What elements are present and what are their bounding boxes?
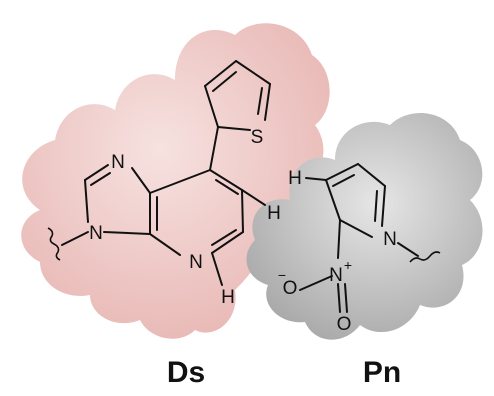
pn-structure: H N N + O − O (278, 163, 441, 335)
atom-thiophene-s: S (251, 127, 264, 148)
atom-h-left: H (288, 168, 302, 189)
pyrrole-ring (299, 163, 419, 313)
pn-attachment-wavy-bond (409, 251, 441, 263)
ds-attachment-wavy-bond (47, 227, 61, 261)
atom-imidazole-n-top: N (111, 152, 125, 173)
atom-pyridine-n: N (189, 252, 203, 273)
charge-nitro-o-minus: − (278, 267, 286, 283)
molecule-label-pn: Pn (363, 356, 401, 389)
atom-nitro-n: N (329, 265, 343, 286)
atom-nitro-o-left: O (283, 278, 298, 299)
ds-structure: N N N S H H (47, 60, 281, 308)
molecule-label-ds: Ds (167, 356, 205, 389)
charge-nitro-plus: + (344, 257, 352, 273)
thiophene-ring (204, 60, 271, 131)
atom-ring-n: N (383, 229, 397, 250)
imidazopyridine-ring (61, 126, 266, 286)
atom-h-bottom: H (221, 287, 235, 308)
atom-nitro-o-bottom: O (337, 314, 352, 335)
atom-imidazole-n-left: N (89, 223, 103, 244)
atom-h-right: H (267, 203, 281, 224)
pn-molecular-surface (246, 113, 483, 340)
